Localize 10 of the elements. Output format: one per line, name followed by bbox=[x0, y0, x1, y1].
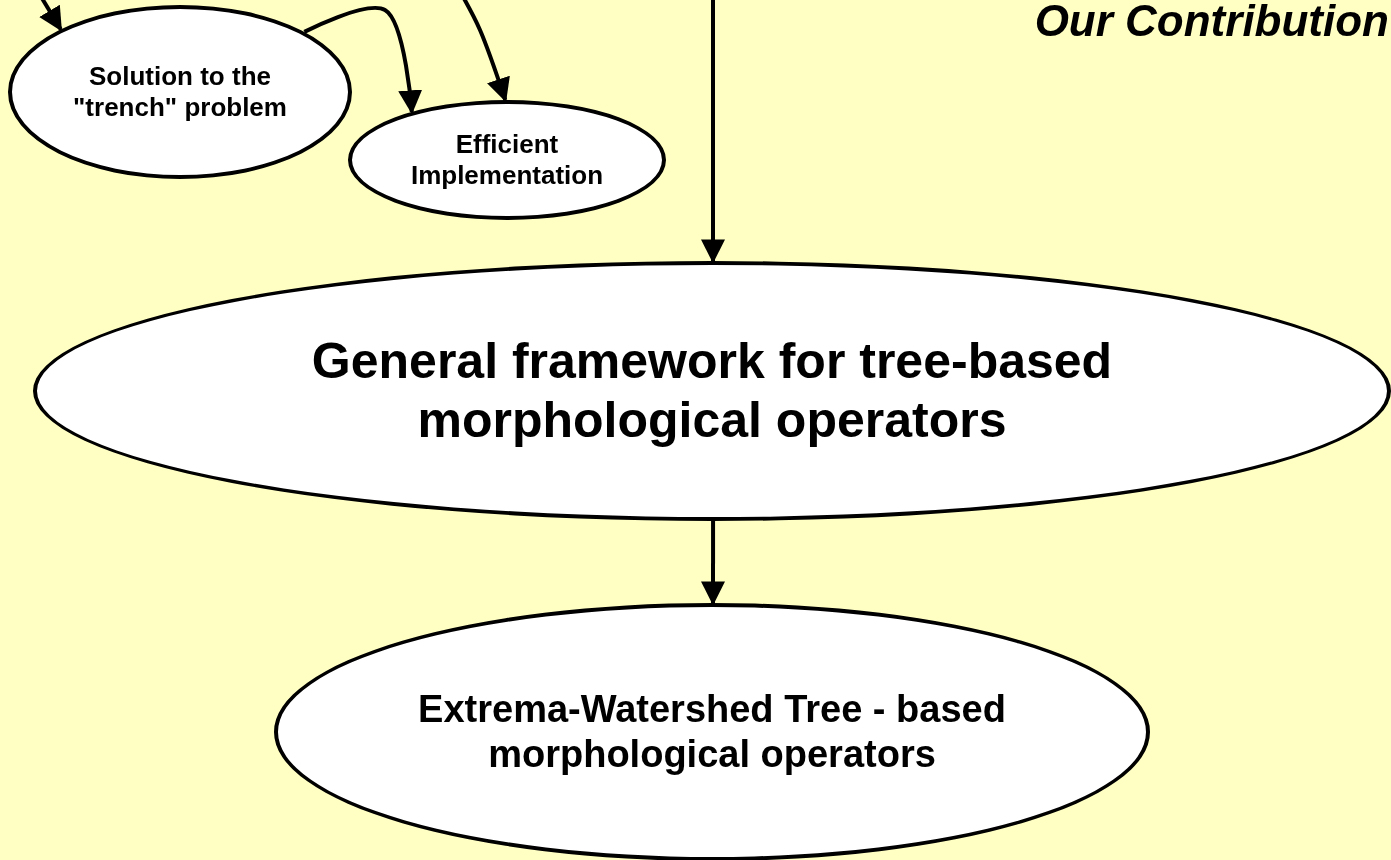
arrow bbox=[701, 0, 725, 264]
arrow bbox=[701, 521, 725, 606]
arrow bbox=[303, 6, 423, 115]
node-label: Extrema-Watershed Tree - based morphological operators bbox=[417, 687, 1007, 777]
heading-label: Our Contribution bbox=[1034, 0, 1389, 46]
node-label: General framework for tree-based morphological operators bbox=[310, 332, 1114, 450]
arrow bbox=[460, 0, 510, 103]
node-label: Solution to the "trench" problem bbox=[72, 61, 288, 123]
node-label: Efficient Implementation bbox=[409, 129, 605, 191]
arrow bbox=[38, 0, 63, 32]
